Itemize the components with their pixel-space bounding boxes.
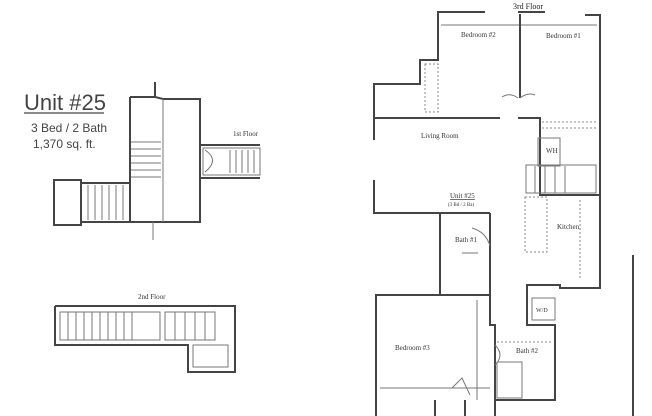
third-floor-plan xyxy=(373,11,634,416)
room-kitchen: Kitchen xyxy=(557,223,580,231)
room-living: Living Room xyxy=(421,132,459,140)
plan-beds-baths: (3 Bd / 2 Ba) xyxy=(448,203,474,208)
room-bedroom-3: Bedroom #3 xyxy=(395,344,430,352)
unit-title: Unit #25 xyxy=(24,90,106,115)
first-floor-label: 1st Floor xyxy=(233,130,259,138)
plan-unit-label: Unit #25 xyxy=(450,192,475,200)
room-bedroom-2: Bedroom #2 xyxy=(461,31,496,39)
second-floor-plan xyxy=(54,305,236,373)
square-footage: 1,370 sq. ft. xyxy=(33,137,96,151)
beds-baths: 3 Bed / 2 Bath xyxy=(31,121,107,135)
room-bath-2: Bath #2 xyxy=(516,347,538,355)
third-floor-label: 3rd Floor xyxy=(513,2,543,11)
first-floor-plan xyxy=(53,82,261,240)
water-heater-label: WH xyxy=(546,147,558,155)
second-floor-label: 2nd Floor xyxy=(138,293,166,301)
room-bath-1: Bath #1 xyxy=(455,236,477,244)
room-bedroom-1: Bedroom #1 xyxy=(546,32,581,40)
washer-dryer-label: W/D xyxy=(536,308,548,314)
